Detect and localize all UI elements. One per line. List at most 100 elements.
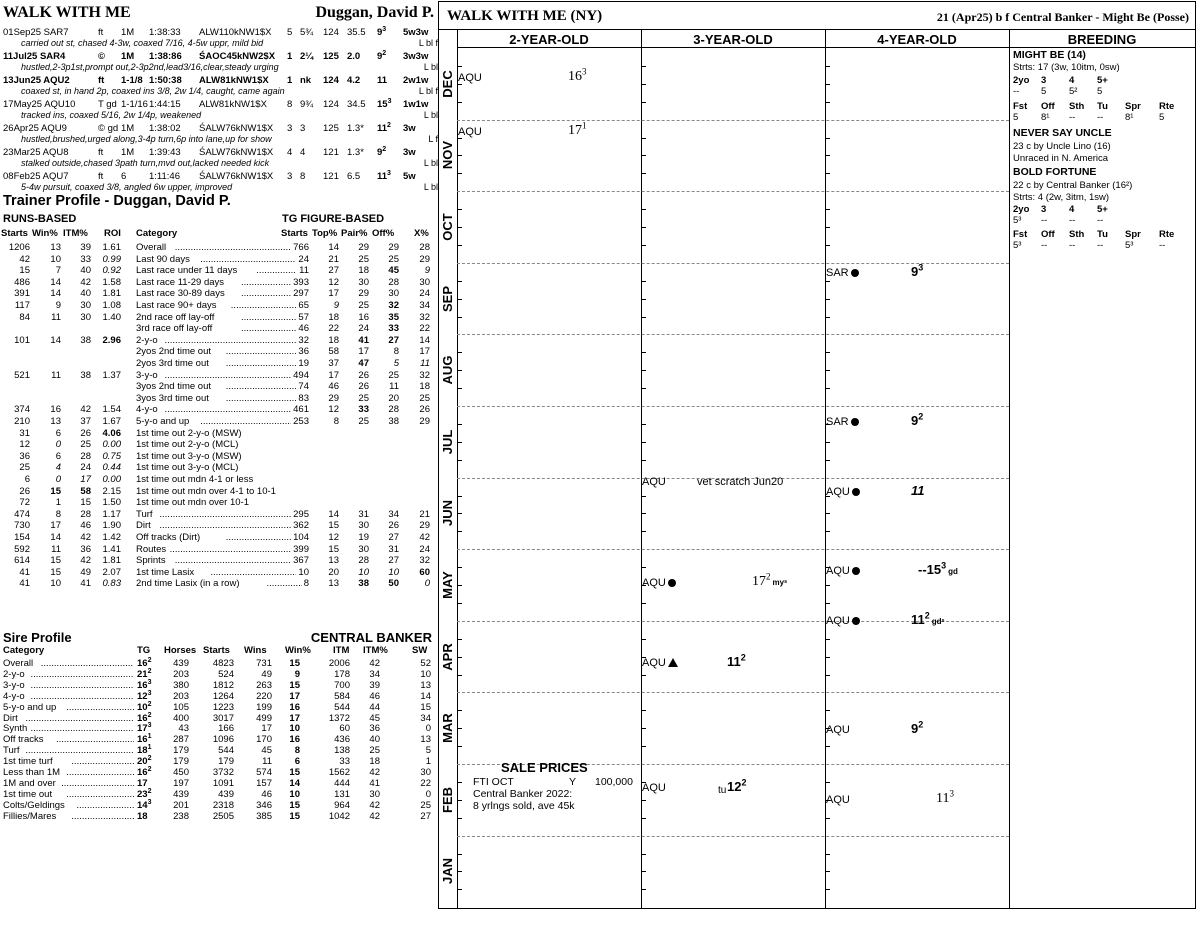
entry-track: AQU [642,782,666,794]
sire-tg-sup: 2 [147,700,152,708]
speed-figure: --153gd [918,561,958,577]
pp-pp: 5 [287,27,293,38]
cell-x: 24 [419,543,430,555]
sire-starts: 1264 [212,690,234,702]
cell-off: 30 [388,288,399,300]
pp-race: ALW81kNW1$X [199,75,269,86]
pp-equipment: L bl [423,62,438,72]
cell-roi: 1.37 [102,369,122,381]
pp-comment: stalked outside,chased 3path turn,mvd ou… [21,158,270,168]
cell-category: 1st time out mdn 4-1 or less [136,474,254,485]
cell-tg-starts: 36 [298,346,309,358]
pp-bw: 121 [323,171,339,182]
breeding-surface-value: -- [1097,240,1104,251]
pp-fig: 153 [377,98,391,110]
sire-tg-value: 16 [137,679,148,691]
cell-win: 14 [50,276,61,288]
cell-win: 14 [50,334,61,346]
cell-category: 1st time out 3-y-o (MSW) [136,450,242,462]
cell-pair: 19 [358,532,369,543]
figure-value: 9 [911,263,919,279]
cell-top: 46 [328,381,339,393]
grid-entry: AQU [458,126,482,138]
speed-figure: 112gdˢ [911,611,945,627]
sire-tg-value: 23 [137,788,148,800]
breeding-surface-value: -- [1159,240,1166,251]
breeding-age-value: -- [1041,215,1048,226]
sire-horses: 238 [173,810,189,822]
grid-entry: AQU [642,577,676,589]
cell-x: 32 [419,311,430,323]
cell-top: 8 [333,416,339,427]
sire-row: Fillies/Mares...........................… [3,810,431,822]
figure-sup: 2 [740,652,746,663]
sire-wins: 263 [256,679,272,691]
pp-bw: 124 [323,75,339,86]
sire-itmp: 34 [369,668,380,680]
pp-date: 23Mar25 AQU8 [3,147,69,158]
sale-line1-a: FTI OCT [473,776,514,788]
cell-off: 32 [388,300,399,311]
sire-category: Overall [3,658,34,669]
sire-win: 9 [294,668,300,680]
cell-win: 11 [51,311,61,323]
sire-tg-value: 16 [137,658,148,669]
col-3yo: 3-YEAR-OLD [693,32,773,47]
cell-itm: 30 [80,311,91,323]
cell-off: 8 [393,346,399,358]
cell-x: 14 [419,334,430,346]
cell-win: 11 [51,369,61,381]
pp-fig-value: 9 [377,51,383,62]
cell-itm: 39 [80,242,91,253]
cell-win: 8 [55,508,61,520]
cell-itm: 42 [80,276,91,288]
sire-tg-sup: 3 [147,798,152,806]
sire-wins: 157 [256,777,272,789]
sibling1-title: NEVER SAY UNCLE [1013,127,1112,139]
breeding-age-header: 2yo [1013,204,1030,215]
figure-sup: 2 [918,411,924,422]
cell-off: 10 [388,566,399,578]
cell-roi: 1.50 [102,497,122,509]
pp-date: 08Feb25 AQU7 [3,171,69,182]
figure-note: myˢ [772,578,788,588]
sire-tg-value: 16 [137,767,148,778]
sire-tg-sup: 2 [147,656,152,664]
cell-itm: 15 [80,497,91,509]
cell-starts: 12 [19,439,30,451]
month-label: MAR [440,713,455,743]
cell-starts: 25 [19,462,30,474]
cell-top: 37 [328,358,339,369]
breeding-surface-header: Fst [1013,101,1028,112]
sire-win: 15 [289,658,300,669]
pp-fig-sup: 2 [382,49,387,57]
entry-track: AQU [826,565,850,578]
cell-itm: 24 [80,462,91,474]
cell-x: 42 [419,532,430,543]
sire-tg-sup: 2 [147,667,152,675]
cell-x: 25 [419,392,430,404]
cell-top: 14 [328,508,339,520]
cell-roi: 2.15 [102,485,122,497]
cell-off: 29 [388,242,399,253]
cell-itm: 25 [80,439,91,451]
cell-pair: 31 [358,508,369,520]
month-label: JAN [440,858,455,885]
pp-fig-sup: 3 [382,25,387,33]
pp-fin: nk [300,75,312,86]
sire-tg-value: 14 [137,799,148,811]
cell-itm: 49 [80,566,91,578]
cell-itm: 28 [80,508,91,520]
figure-value: 16 [568,69,582,84]
pp-odds: 6.5 [347,171,361,182]
sire-row: 5-y-o and up............................… [3,700,431,713]
pp-fig-value: 11 [377,171,388,182]
cell-win: 16 [50,404,61,416]
figure-value: 9 [911,413,919,428]
pp-trk: © [98,51,105,62]
pp-odds: 34.5 [347,99,366,110]
